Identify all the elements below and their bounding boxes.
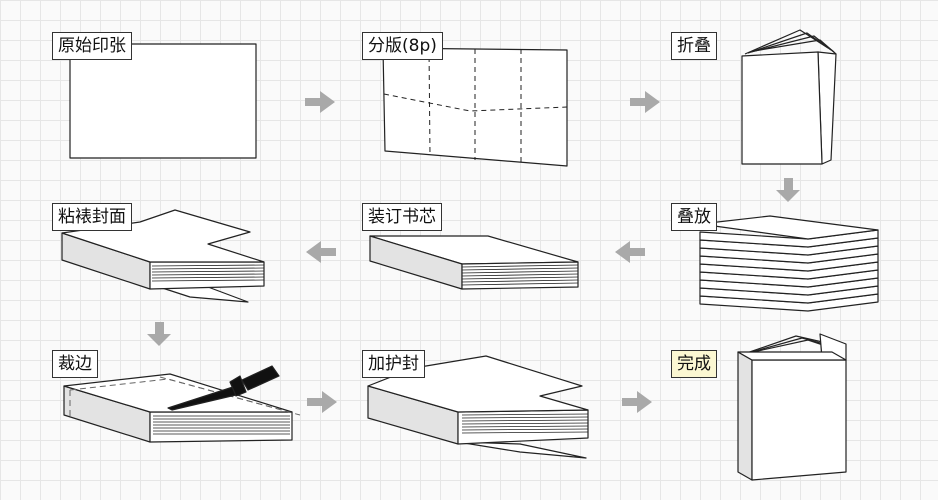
- arrow-down-icon: [147, 322, 171, 346]
- glued-cover-illustration: [61, 209, 265, 303]
- arrow-right-icon: [630, 91, 660, 113]
- step-label-trimming: 裁边: [52, 350, 98, 378]
- trimming-illustration: [63, 365, 301, 443]
- finished-book-illustration: [737, 333, 847, 481]
- step-label-cover: 粘裱封面: [52, 203, 132, 231]
- arrow-left-icon: [615, 241, 645, 263]
- arrow-right-icon: [622, 391, 652, 413]
- step-label-jacket: 加护封: [362, 350, 425, 378]
- arrow-right-icon: [305, 91, 335, 113]
- folded-signature-illustration: [741, 29, 837, 165]
- step-label-finished: 完成: [671, 350, 717, 378]
- original-sheet-illustration: [69, 43, 257, 159]
- arrow-left-icon: [306, 241, 336, 263]
- arrow-right-icon: [307, 391, 337, 413]
- bound-book-block-illustration: [369, 235, 579, 290]
- step-label-imposition: 分版(8p): [362, 32, 443, 60]
- step-label-stacking: 叠放: [671, 203, 717, 231]
- stacked-signatures-illustration: [699, 215, 879, 312]
- imposition-sheet-illustration: [382, 47, 568, 167]
- arrow-down-icon: [776, 178, 800, 202]
- step-label-folding: 折叠: [671, 32, 717, 60]
- step-label-binding: 装订书芯: [362, 203, 442, 231]
- step-label-original-sheet: 原始印张: [52, 32, 132, 60]
